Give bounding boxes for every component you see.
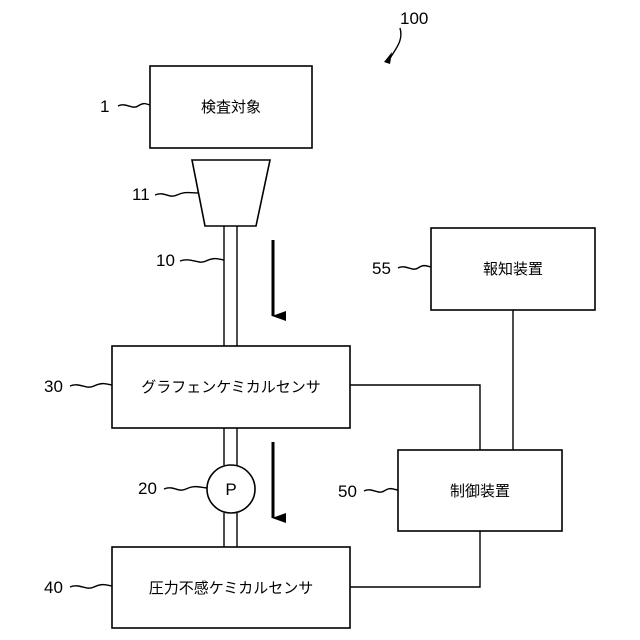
funnel-leader <box>155 193 199 197</box>
graphene-sensor-ref: 30 <box>44 377 63 396</box>
inspection-target-leader <box>118 104 150 108</box>
pressure-sensor-ref: 40 <box>44 578 63 597</box>
figure-ref-arrowhead <box>384 52 392 64</box>
funnel-shape <box>192 160 270 226</box>
pump: P 20 <box>138 465 255 513</box>
figure-ref-label: 100 <box>400 9 428 28</box>
notifier-ref: 55 <box>372 259 391 278</box>
pump-leader <box>164 487 207 491</box>
signal-connections <box>350 310 513 587</box>
notifier-block: 報知装置 55 <box>372 228 595 310</box>
pressure-sensor-block: 圧力不感ケミカルセンサ 40 <box>44 547 350 628</box>
inspection-target-block: 検査対象 1 <box>100 66 312 148</box>
funnel: 11 <box>132 160 270 226</box>
flow-pipe-ref: 10 <box>156 251 175 270</box>
inspection-target-ref: 1 <box>100 97 109 116</box>
graphene-to-controller-line <box>350 385 480 450</box>
notifier-leader <box>398 266 431 270</box>
figure-ref: 100 <box>384 9 428 64</box>
graphene-sensor-leader <box>70 384 112 388</box>
controller-leader <box>364 489 398 493</box>
notifier-label: 報知装置 <box>483 260 543 278</box>
controller-block: 制御装置 50 <box>338 450 562 531</box>
pressure-sensor-leader <box>70 585 112 589</box>
pump-label: P <box>225 480 236 499</box>
funnel-ref: 11 <box>132 185 150 204</box>
controller-ref: 50 <box>338 482 357 501</box>
graphene-sensor-block: グラフェンケミカルセンサ 30 <box>44 346 350 428</box>
pressure-sensor-label: 圧力不感ケミカルセンサ <box>149 579 314 597</box>
pressure-to-controller-line <box>350 531 480 587</box>
inspection-target-label: 検査対象 <box>201 98 261 116</box>
graphene-sensor-label: グラフェンケミカルセンサ <box>141 378 321 396</box>
flow-pipe-leader <box>180 259 224 263</box>
flow-pipe-upper: 10 <box>156 226 273 346</box>
pump-ref: 20 <box>138 479 157 498</box>
controller-label: 制御装置 <box>450 482 510 500</box>
